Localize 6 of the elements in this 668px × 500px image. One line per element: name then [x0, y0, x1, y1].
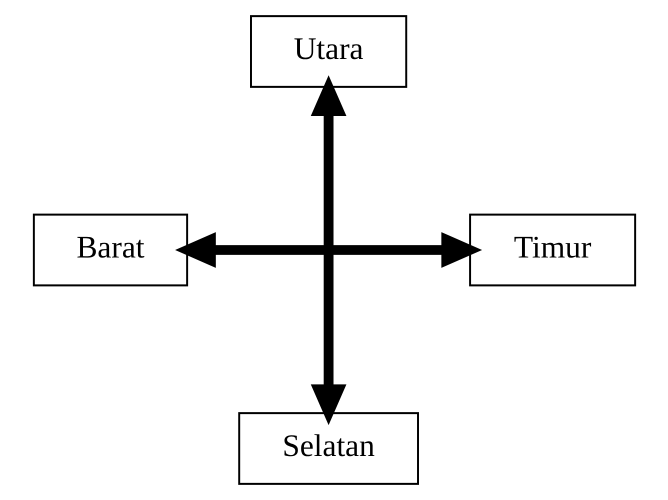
node-box: Utara: [250, 15, 407, 88]
arrow: [310, 75, 346, 426]
node-box: Selatan: [238, 412, 418, 485]
arrow: [174, 232, 482, 268]
node-box: Timur: [468, 214, 636, 286]
node-box: Barat: [32, 214, 188, 286]
